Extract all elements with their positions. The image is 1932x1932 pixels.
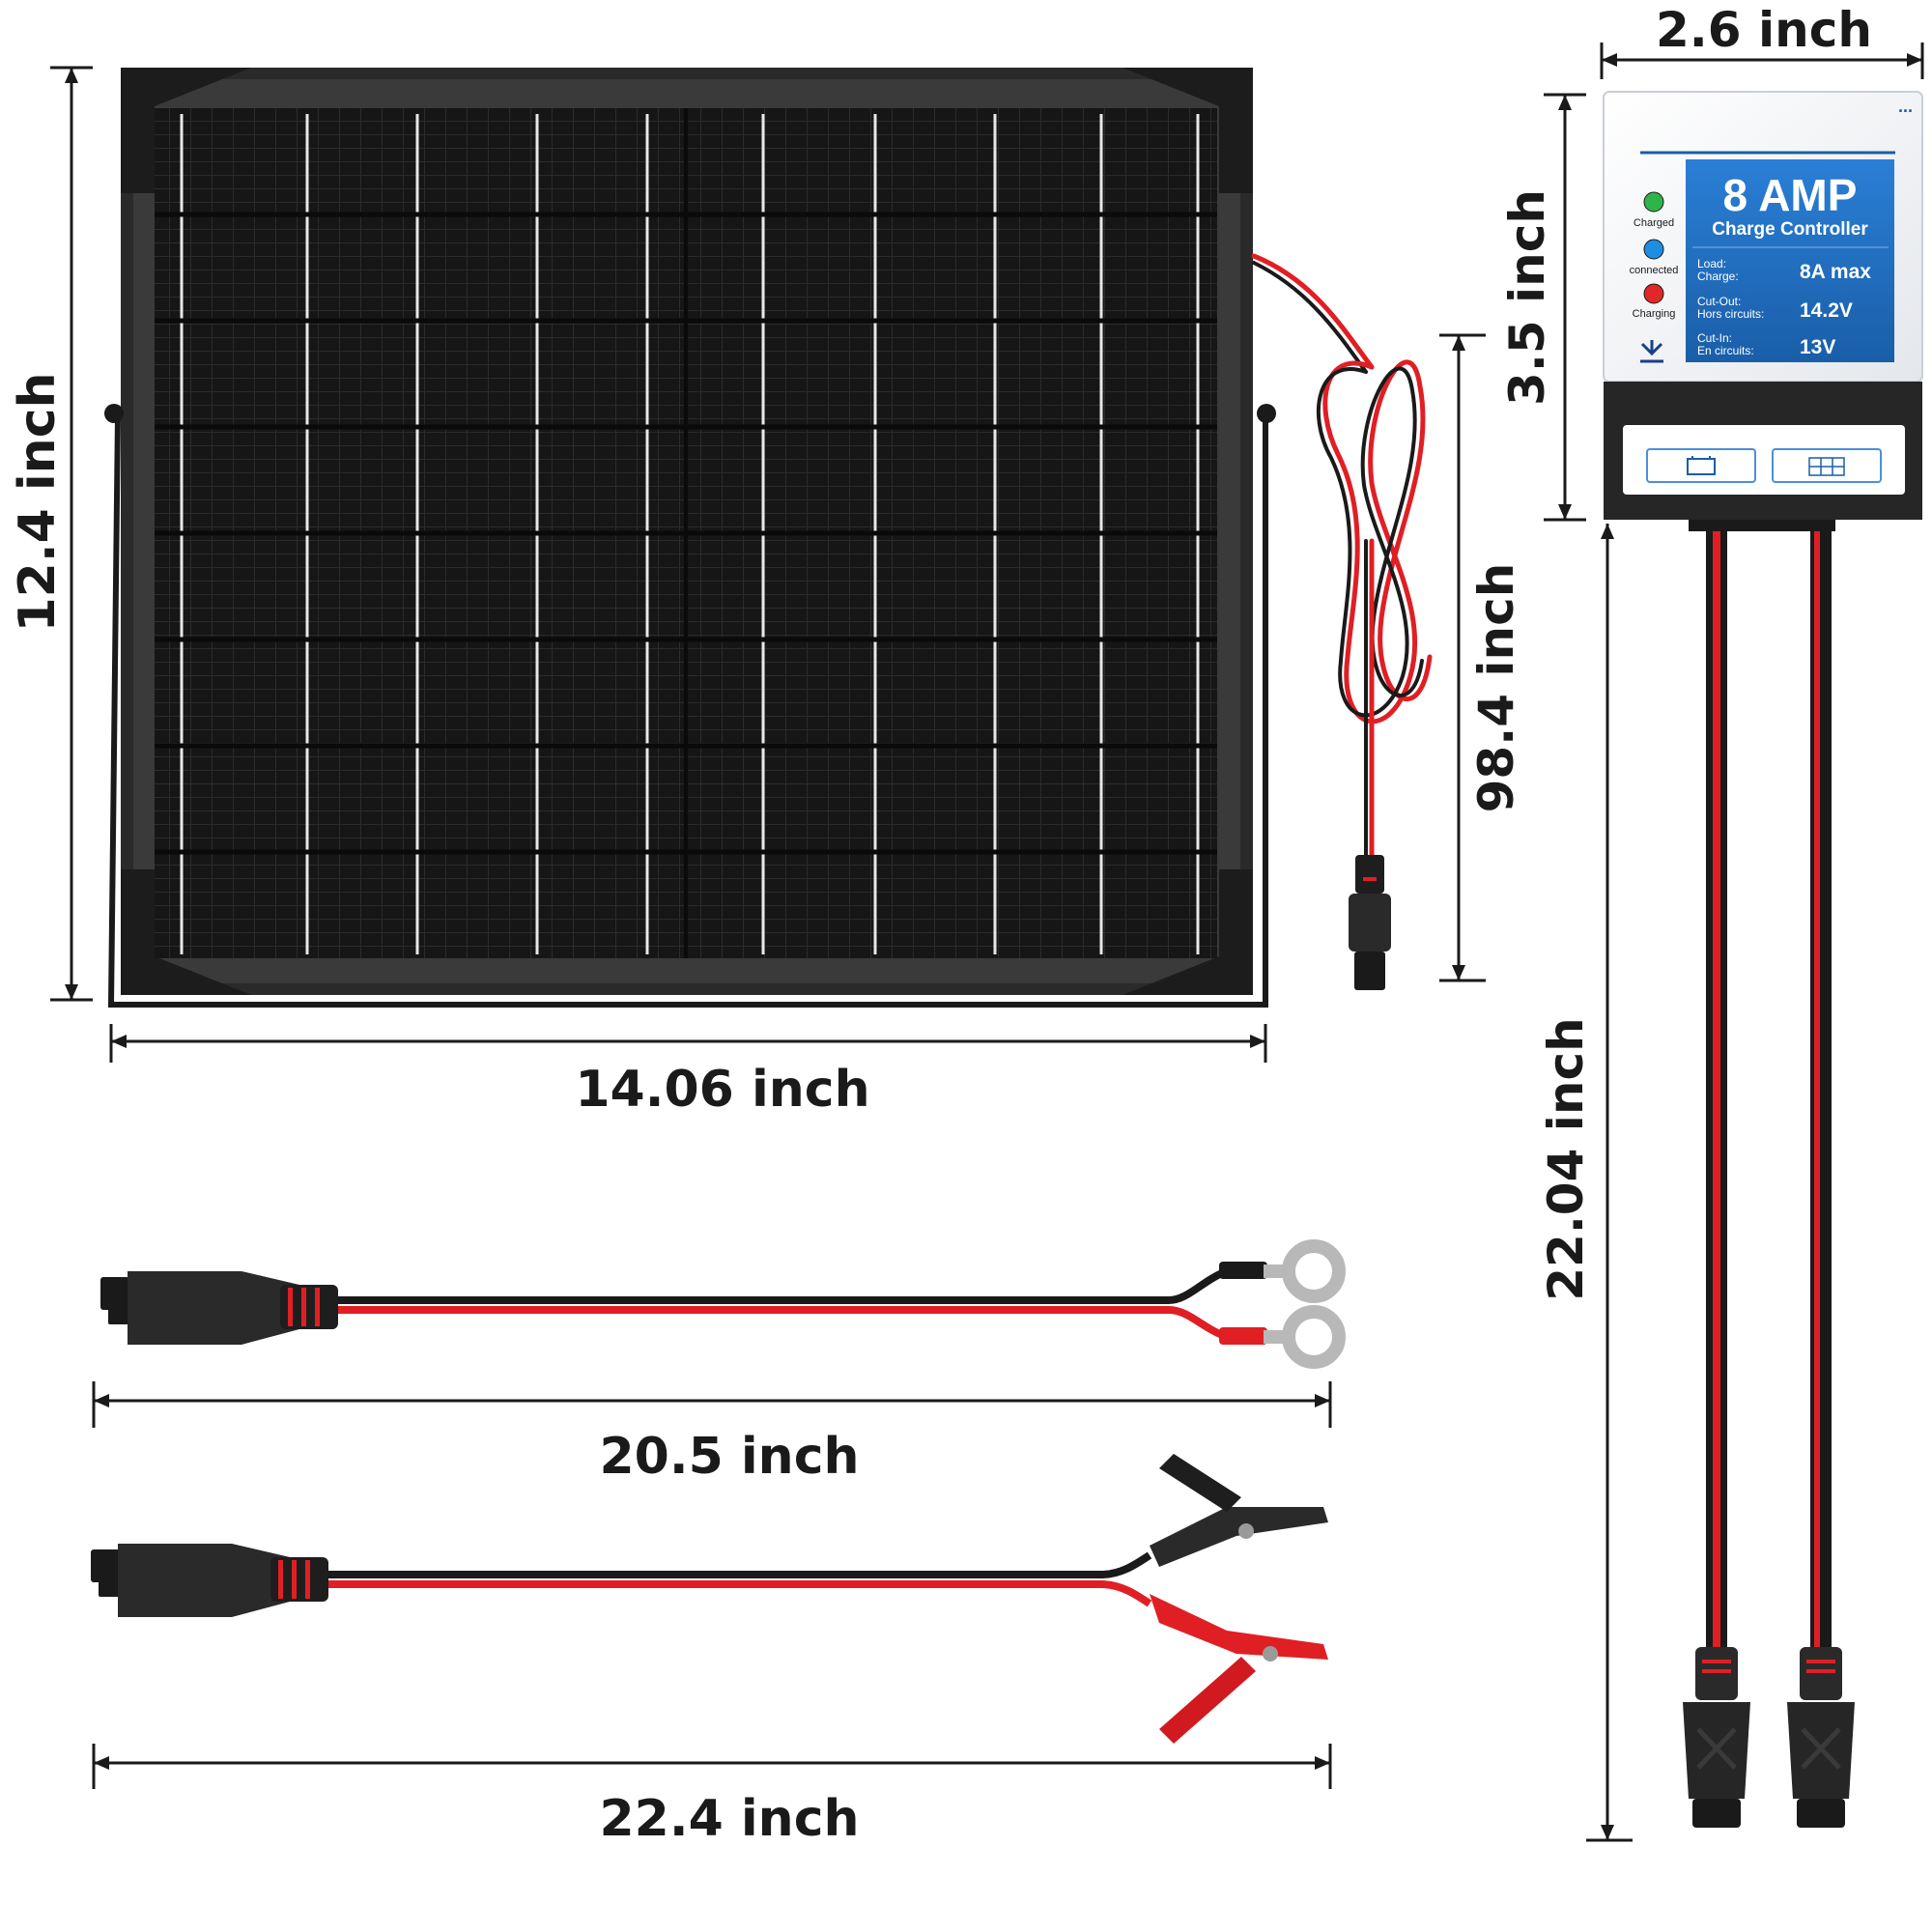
clip-cable-length-label: 22.4 inch (599, 1790, 859, 1848)
sae-plug (118, 1544, 290, 1617)
controller-subtitle: Charge Controller (1712, 219, 1868, 240)
svg-text:8A max: 8A max (1800, 261, 1871, 283)
controller-cable-length-label: 22.04 inch (1538, 1017, 1594, 1301)
sae-plug (128, 1271, 299, 1345)
battery-icon (1687, 456, 1716, 475)
indicator-connected: connected (1630, 239, 1679, 276)
sae-connector-right (1787, 1647, 1855, 1828)
controller-height-label: 3.5 inch (1499, 189, 1555, 406)
sae-connector-left (1683, 1647, 1750, 1828)
ring-cable-length-label: 20.5 inch (599, 1428, 859, 1486)
panel-height-label: 12.4 inch (9, 372, 67, 632)
green-led-icon (1643, 191, 1664, 213)
load-arrow-icon (1640, 340, 1663, 363)
svg-text:En circuits:: En circuits: (1697, 344, 1754, 357)
svg-text:connected: connected (1630, 265, 1679, 276)
pivot-knob (104, 404, 124, 423)
controller-width-label: 2.6 inch (1656, 2, 1872, 58)
spec-row-load: Load: Charge: 8A max (1697, 257, 1871, 283)
solar-port (1772, 448, 1882, 483)
corner-cap (121, 68, 251, 193)
svg-text:Cut-Out:: Cut-Out: (1697, 295, 1741, 308)
corner-cap (121, 869, 251, 995)
svg-text:Hors circuits:: Hors circuits: (1697, 307, 1764, 321)
battery-port (1646, 448, 1756, 483)
svg-text:Charged: Charged (1634, 217, 1674, 229)
svg-text:Cut-In:: Cut-In: (1697, 331, 1732, 345)
solar-panel-icon (1808, 457, 1845, 476)
sae-connector (1349, 855, 1391, 990)
controller-title: 8 AMP (1723, 170, 1858, 220)
alligator-clip-cable (91, 1454, 1328, 1744)
red-clip-icon (1150, 1594, 1328, 1744)
panel-stand (107, 414, 1268, 1008)
controller-output-cables (1706, 531, 1832, 1652)
svg-text:Charge:: Charge: (1697, 270, 1739, 283)
svg-text:14.2V: 14.2V (1800, 299, 1853, 322)
black-clip-icon (1150, 1454, 1328, 1567)
svg-text:Charging: Charging (1633, 308, 1676, 320)
solar-panel (104, 68, 1276, 1008)
blue-led-icon (1643, 239, 1664, 260)
indicator-charging: Charging (1633, 283, 1676, 320)
ring-terminal-icon (1282, 1239, 1346, 1303)
svg-text:13V: 13V (1800, 336, 1835, 358)
panel-cable-length-label: 98.4 inch (1468, 563, 1524, 813)
corner-cap (1122, 68, 1253, 193)
panel-output-cable (1251, 253, 1433, 863)
spec-row-cutout: Cut-Out: Hors circuits: 14.2V (1697, 295, 1853, 322)
port-panel (1623, 425, 1905, 495)
indicator-charged: Charged (1634, 191, 1674, 229)
pivot-knob (1257, 404, 1276, 423)
ring-terminal-icon (1282, 1305, 1346, 1369)
menu-dots: ... (1898, 97, 1913, 116)
corner-cap (1122, 869, 1253, 995)
busbars (155, 108, 1217, 958)
red-led-icon (1643, 283, 1664, 304)
dimension-lines (50, 43, 1924, 1842)
spec-label (1686, 159, 1894, 362)
svg-text:Load:: Load: (1697, 257, 1726, 270)
spec-row-cutin: Cut-In: En circuits: 13V (1697, 331, 1835, 358)
panel-width-label: 14.06 inch (575, 1061, 869, 1119)
ring-terminal-cable (100, 1239, 1346, 1369)
charge-controller: ... Charged connected Charging 8 AMP Cha… (1603, 91, 1923, 531)
